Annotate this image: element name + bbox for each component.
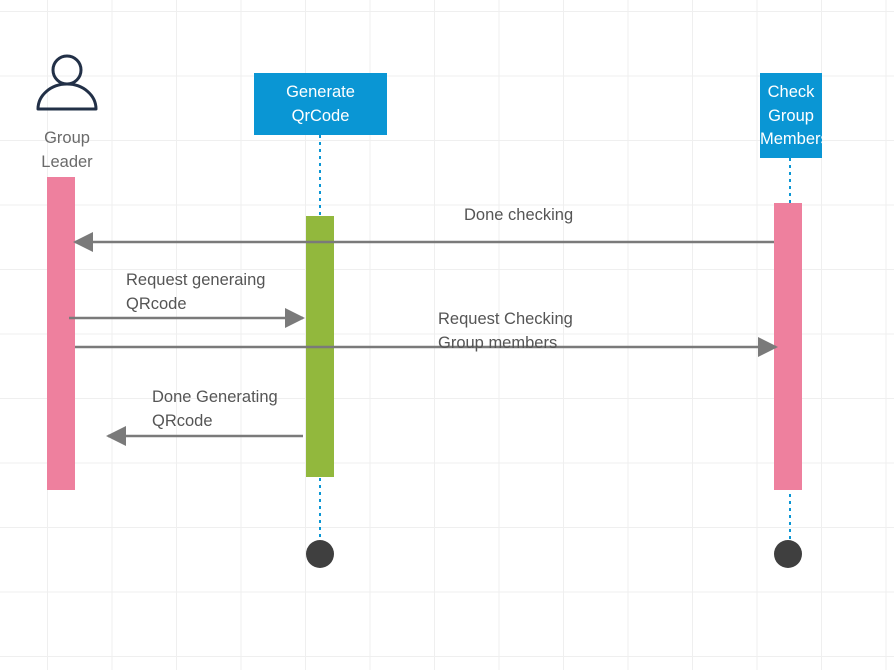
activation-bar-check[interactable] <box>774 203 802 490</box>
message-label-done-generating: Done Generating QRcode <box>152 388 278 430</box>
user-icon[interactable] <box>36 54 98 111</box>
lifeline-box-generate[interactable]: Generate QrCode <box>254 73 387 135</box>
message-label-request-qrcode: Request generaing QRcode <box>126 271 266 313</box>
lifeline-end-generate <box>306 540 334 568</box>
actor-label-group-leader: Group Leader <box>41 129 93 171</box>
message-label-request-checking: Request Checking Group members <box>438 310 573 352</box>
message-label-done-checking: Done checking <box>464 206 574 224</box>
activation-bar-group-leader[interactable] <box>47 177 75 490</box>
lifeline-end-check <box>774 540 802 568</box>
lifeline-box-check[interactable]: Check Group Members <box>760 73 822 158</box>
